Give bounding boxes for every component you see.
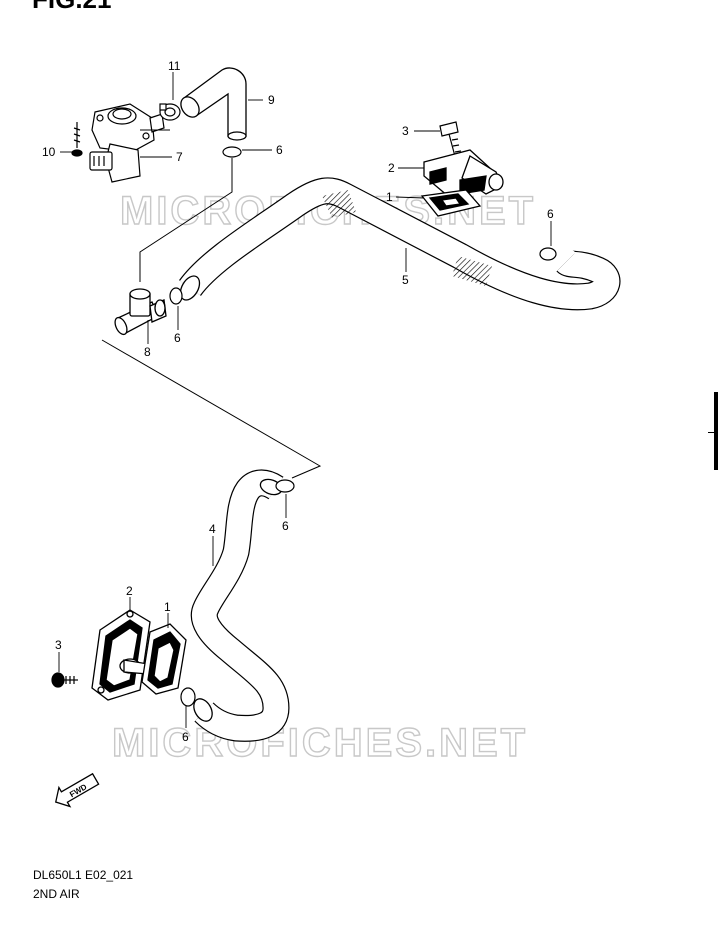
hose-4 xyxy=(190,469,290,742)
callout-11: 11 xyxy=(168,59,181,73)
clip-6-top xyxy=(222,146,242,158)
watermark-bottom: MICROFICHES.NET xyxy=(112,721,528,765)
callout-10: 10 xyxy=(42,145,56,159)
reed-valve-cover-2-upper xyxy=(423,149,504,197)
callout-2-lower: 2 xyxy=(126,584,133,598)
connection-lines xyxy=(101,129,322,479)
reed-valve-cover-2-lower xyxy=(91,609,151,701)
leader-lines xyxy=(58,72,552,728)
caption-model-code: DL650L1 E02_021 xyxy=(33,868,134,882)
callout-3-lower: 3 xyxy=(55,638,62,652)
callout-6-lower-top: 6 xyxy=(282,519,289,533)
callout-6-lower-bottom: 6 xyxy=(182,730,189,744)
callout-2-upper: 2 xyxy=(388,161,395,175)
callout-6-top: 6 xyxy=(276,143,283,157)
callout-1-upper: 1 xyxy=(386,190,393,204)
edge-tick xyxy=(708,432,718,433)
callout-7: 7 xyxy=(176,150,183,164)
callout-5: 5 xyxy=(402,273,409,287)
clip-6-right xyxy=(539,247,557,261)
callout-4: 4 xyxy=(209,522,216,536)
reed-valve-1-lower xyxy=(141,623,187,695)
hose-5 xyxy=(179,177,621,311)
t-fitting-8 xyxy=(114,288,167,336)
elbow-hose-9 xyxy=(180,67,247,141)
clamp-11 xyxy=(159,103,181,121)
figure-title: FIG.21 xyxy=(32,0,111,14)
clip-6-lower-top xyxy=(275,479,295,493)
edge-bar xyxy=(714,392,718,470)
screw-10 xyxy=(71,122,83,157)
fwd-arrow-icon: FWD xyxy=(54,772,100,808)
control-valve-7 xyxy=(89,103,165,183)
callout-9: 9 xyxy=(268,93,275,107)
callout-8: 8 xyxy=(144,345,151,359)
callouts: 11 9 10 7 6 3 2 1 6 5 8 6 6 4 2 1 3 6 xyxy=(42,59,554,744)
bolt-3-lower xyxy=(51,672,78,688)
reed-valve-1-upper xyxy=(420,189,482,217)
callout-6-mid: 6 xyxy=(174,331,181,345)
callout-3-upper: 3 xyxy=(402,124,409,138)
clip-6-lower-bottom xyxy=(180,687,196,707)
caption-section: 2ND AIR xyxy=(33,887,80,901)
clip-6-mid xyxy=(169,287,183,305)
callout-1-lower: 1 xyxy=(164,600,171,614)
callout-6-right: 6 xyxy=(547,207,554,221)
